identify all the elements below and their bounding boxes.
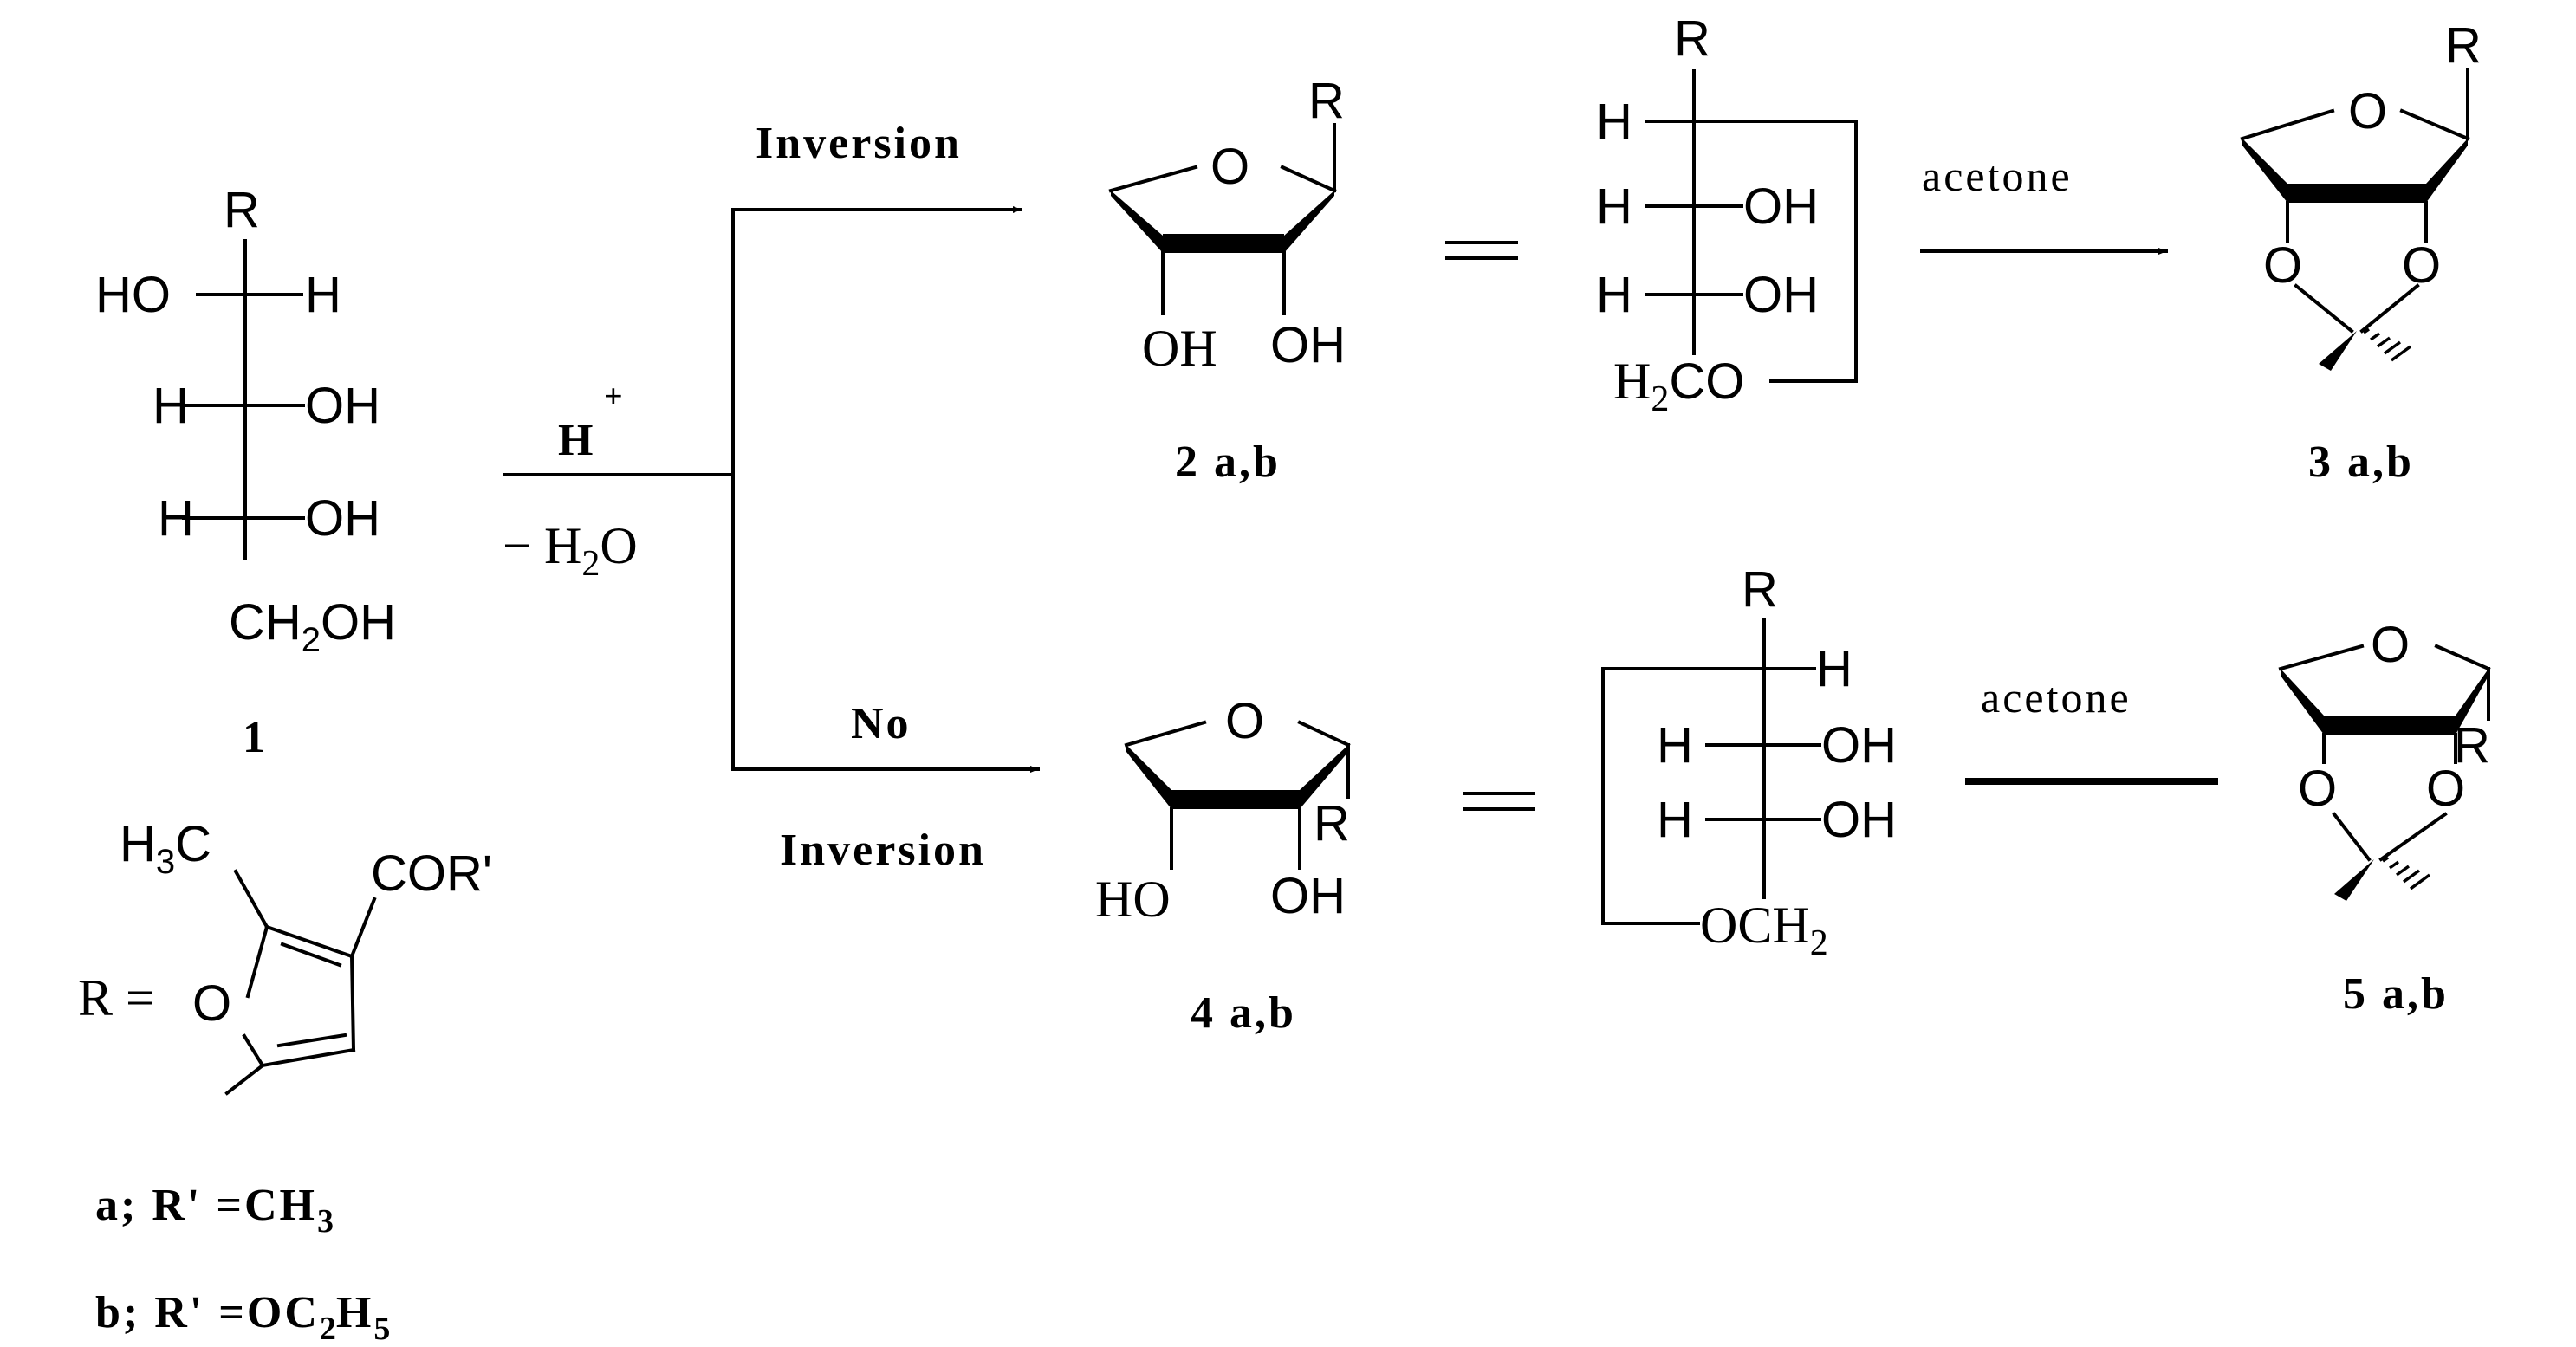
r-equals: R = [78,969,155,1026]
furan-ring-o: O [192,975,231,1032]
compound-2-label: 2 a,b [1175,437,1281,487]
c2-oh-right: OH [1270,317,1346,373]
c1-r: R [224,182,260,238]
c4-oh-right: OH [1270,868,1346,924]
c1-row3-left: H [158,490,194,547]
r-group-definition: R = O H3C COR' [78,816,492,1096]
ft-row1-left: H [1596,94,1632,150]
ft-r: R [1674,10,1710,67]
compound-3: O R O O 3 a,b [2240,17,2482,487]
c5-o-right: O [2426,761,2465,817]
ft-row3-left: H [1596,267,1632,323]
substituent-definitions: a; R' =CH3 b; R' =OC2H5 [95,1181,390,1347]
ft-bottom-group: H2CO [1613,353,1744,419]
compound-3-label: 3 a,b [2308,437,2414,487]
c2-ring-o: O [1210,139,1249,195]
water: H2O [544,517,638,584]
fischer-bottom: R H H OH H OH OCH2 [1601,561,1897,963]
fischer-top: R H H OH H OH H2CO [1596,10,1858,419]
fb-r: R [1742,561,1778,618]
furan-h3c: H3C [120,816,211,881]
fb-row2-right: OH [1821,717,1897,774]
c4-ring-o: O [1225,693,1264,749]
c3-r: R [2445,17,2482,74]
c1-row1-right: H [305,267,341,323]
substituent-a: a; R' =CH3 [95,1181,334,1240]
reagent-acetone-bottom: acetone [1981,673,2132,722]
c1-bottom-group: CH2OH [229,594,396,659]
c1-row1-left: HO [95,267,171,323]
fb-row3-right: OH [1821,792,1897,848]
equals-top [1445,241,1518,260]
acetone-arrow-top: acetone [1920,152,2168,255]
compound-4-label: 4 a,b [1191,988,1296,1038]
fb-bottom-group: OCH2 [1700,897,1828,963]
c4-r: R [1314,795,1350,852]
c5-ring-o: O [2371,617,2410,673]
c3-ring-o: O [2348,83,2387,139]
reaction-conditions: H + − H2O Inversion No Inversion [503,119,1040,875]
substituent-b: b; R' =OC2H5 [95,1288,390,1347]
furan-cor: COR' [371,845,492,902]
compound-2: O R OH OH 2 a,b [1108,73,1346,487]
compound-1-label: 1 [243,713,268,762]
minus-sign: − [503,517,532,574]
c5-hash-bond [2382,856,2431,890]
c2-r: R [1308,73,1345,129]
c3-o-left: O [2263,237,2302,294]
c5-o-left: O [2298,761,2337,817]
compound-5-label: 5 a,b [2343,969,2449,1019]
fb-row1-right: H [1816,641,1853,697]
compound-1-fischer: R HO H H OH H OH CH2OH 1 [95,182,396,762]
label-no-inversion: Inversion [780,826,986,875]
acetone-arrow-bottom: acetone [1965,673,2218,785]
ft-row2-right: OH [1743,178,1819,235]
c5-r: R [2454,717,2490,774]
ft-row3-right: OH [1743,267,1819,323]
fb-row3-left: H [1657,792,1693,848]
label-no: No [851,699,912,748]
c1-row3-right: OH [305,490,380,547]
c3-hash-bond [2363,327,2412,362]
c2-oh-left: OH [1142,320,1217,377]
equals-bottom [1463,792,1535,811]
c4-oh-left: HO [1095,871,1171,928]
reagent-acetone-top: acetone [1922,152,2073,200]
fb-row2-left: H [1657,717,1693,774]
label-inversion: Inversion [756,119,962,168]
compound-5: O R O O 5 a,b [2278,617,2491,1019]
acid-plus: + [604,379,623,415]
ft-row2-left: H [1596,178,1632,235]
acid-h: H [558,416,595,465]
c1-row2-left: H [152,378,189,434]
c3-o-right: O [2402,237,2441,294]
c1-row2-right: OH [305,378,380,434]
compound-4: O R HO OH 4 a,b [1095,693,1351,1038]
